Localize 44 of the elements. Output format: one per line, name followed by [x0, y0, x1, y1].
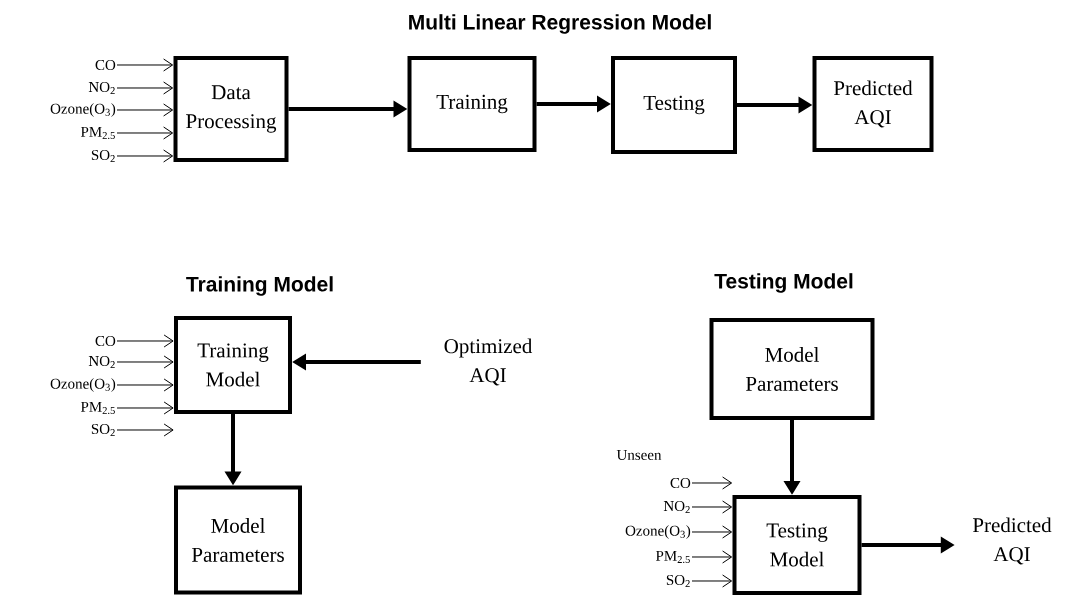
process-box: Training: [407, 56, 537, 152]
input-label: NO$_{2}$: [88, 355, 115, 369]
input-label: PM$_{2.5}$: [80, 126, 115, 140]
input-label: Ozone(O$_{3}$): [50, 378, 116, 392]
input-label: NO$_{2}$: [663, 500, 690, 514]
arrow: [116, 334, 174, 348]
arrow: [691, 574, 733, 588]
input-label: CO: [95, 335, 116, 347]
arrow: [691, 476, 733, 490]
section-title: Training Model: [186, 276, 333, 296]
input-label: SO$_{2}$: [91, 149, 115, 163]
input-label: NO$_{2}$: [88, 81, 115, 95]
section-title: Testing Model: [714, 273, 853, 293]
input-label: SO$_{2}$: [666, 574, 690, 588]
arrow: [116, 81, 174, 95]
output-label: Optimized AQI: [444, 338, 533, 386]
input-label: Ozone(O$_{3}$): [625, 525, 691, 539]
process-box: Model Parameters: [174, 485, 302, 595]
unseen-label: Unseen: [616, 450, 662, 460]
arrow: [116, 58, 174, 72]
input-label: CO: [95, 59, 116, 71]
input-label: CO: [670, 477, 691, 489]
arrow: [116, 423, 174, 437]
input-label: SO$_{2}$: [91, 423, 115, 437]
arrow: [691, 550, 733, 564]
input-label: PM$_{2.5}$: [655, 550, 690, 564]
arrow: [116, 103, 174, 117]
diagram-title: Multi Linear Regression Model: [409, 14, 711, 34]
arrow: [116, 401, 174, 415]
process-box: Data Processing: [173, 56, 289, 162]
input-label: Ozone(O$_{3}$): [50, 103, 116, 117]
arrow: [116, 355, 174, 369]
arrow: [116, 126, 174, 140]
arrow: [691, 525, 733, 539]
process-box: Testing: [611, 56, 737, 154]
process-box: Model Parameters: [709, 318, 875, 420]
arrow: [691, 500, 733, 514]
output-label: Predicted AQI: [972, 517, 1052, 565]
process-box: Testing Model: [732, 495, 862, 595]
input-label: PM$_{2.5}$: [80, 401, 115, 415]
arrow: [116, 149, 174, 163]
arrow: [116, 378, 174, 392]
process-box: Training Model: [174, 316, 292, 414]
process-box: Predicted AQI: [812, 56, 934, 152]
